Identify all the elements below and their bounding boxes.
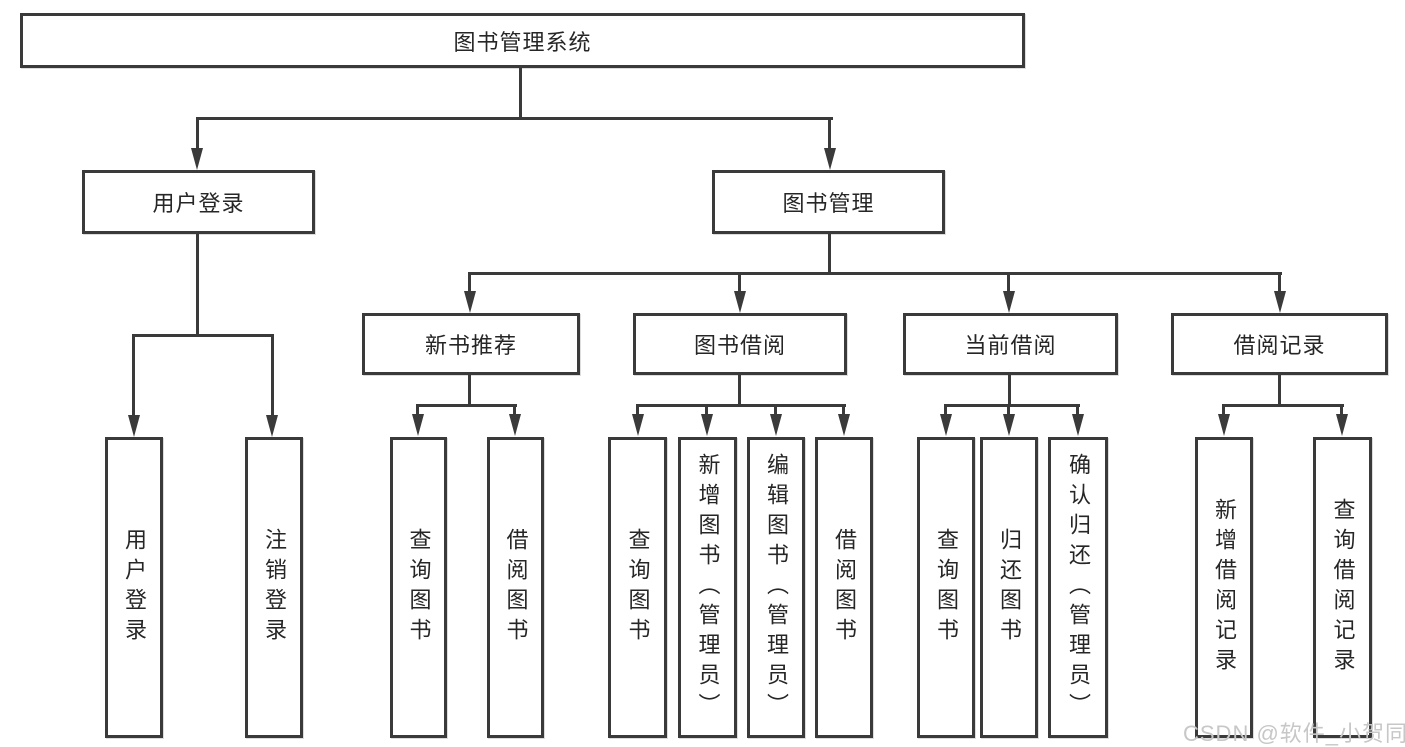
- connector-line: [828, 119, 831, 150]
- arrowhead-down-icon: [266, 415, 278, 437]
- connector-line: [468, 274, 471, 292]
- node-user-login-label: 用户登录: [152, 191, 245, 216]
- arrowhead-down-icon: [701, 414, 713, 436]
- arrowhead-down-icon: [1003, 291, 1015, 313]
- node-user-login: 用户登录: [82, 170, 315, 234]
- arrowhead-down-icon: [734, 291, 746, 313]
- arrowhead-down-icon: [940, 414, 952, 436]
- leaf-edit-book-admin-label: 编辑图书（管理员）: [764, 452, 789, 723]
- leaf-return-book: 归还图书: [980, 437, 1038, 738]
- connector-line: [1222, 404, 1344, 407]
- connector-line: [1278, 274, 1281, 292]
- connector-line: [1007, 404, 1010, 415]
- connector-line: [468, 272, 1282, 275]
- leaf-confirm-return-admin: 确认归还（管理员）: [1048, 437, 1108, 738]
- arrowhead-down-icon: [509, 414, 521, 436]
- arrowhead-down-icon: [1003, 414, 1015, 436]
- leaf-query-borrow-record-label: 查询借阅记录: [1330, 497, 1356, 678]
- connector-line: [705, 404, 708, 415]
- leaf-borrow-book: 借阅图书: [815, 437, 873, 738]
- connector-line: [738, 274, 741, 292]
- connector-line: [1278, 374, 1281, 407]
- leaf-query-book-recommend: 查询图书: [390, 437, 447, 738]
- arrowhead-down-icon: [824, 148, 836, 170]
- arrowhead-down-icon: [1072, 414, 1084, 436]
- leaf-add-book-admin-label: 新增图书（管理员）: [695, 452, 721, 723]
- connector-line: [636, 404, 846, 407]
- connector-line: [842, 404, 845, 415]
- connector-line: [132, 336, 135, 416]
- leaf-query-book-borrow-label: 查询图书: [625, 527, 651, 648]
- arrowhead-down-icon: [770, 414, 782, 436]
- connector-line: [196, 234, 199, 337]
- node-new-book-recommend: 新书推荐: [362, 313, 580, 375]
- connector-line: [944, 404, 1080, 407]
- connector-line: [1222, 404, 1225, 415]
- node-new-book-recommend-label: 新书推荐: [424, 333, 517, 358]
- connector-line: [196, 117, 833, 120]
- connector-line: [468, 374, 471, 407]
- leaf-logout: 注销登录: [245, 437, 303, 738]
- connector-line: [828, 234, 831, 275]
- arrowhead-down-icon: [128, 415, 140, 437]
- leaf-return-book-label: 归还图书: [997, 527, 1022, 648]
- leaf-confirm-return-admin-label: 确认归还（管理员）: [1066, 452, 1091, 723]
- leaf-user-login-label: 用户登录: [122, 527, 147, 648]
- node-root: 图书管理系统: [20, 13, 1025, 68]
- leaf-add-book-admin: 新增图书（管理员）: [678, 437, 737, 738]
- leaf-query-book-current: 查询图书: [917, 437, 975, 738]
- leaf-add-borrow-record: 新增借阅记录: [1195, 437, 1253, 738]
- arrowhead-down-icon: [412, 414, 424, 436]
- node-book-mgmt: 图书管理: [712, 170, 945, 234]
- leaf-query-book-recommend-label: 查询图书: [406, 527, 432, 648]
- connector-line: [513, 404, 516, 415]
- connector-line: [774, 404, 777, 415]
- connector-line: [1340, 404, 1343, 415]
- node-book-mgmt-label: 图书管理: [782, 191, 875, 216]
- leaf-query-book-current-label: 查询图书: [934, 527, 959, 648]
- connector-line: [519, 68, 522, 119]
- leaf-borrow-book-recommend-label: 借阅图书: [503, 527, 529, 648]
- arrowhead-down-icon: [464, 291, 476, 313]
- node-borrow-records: 借阅记录: [1171, 313, 1388, 375]
- arrowhead-down-icon: [838, 414, 850, 436]
- node-root-label: 图书管理系统: [453, 29, 592, 55]
- connector-line: [132, 334, 274, 337]
- node-borrow-records-label: 借阅记录: [1233, 333, 1326, 358]
- connector-line: [738, 374, 741, 407]
- arrowhead-down-icon: [191, 148, 203, 170]
- leaf-query-borrow-record: 查询借阅记录: [1313, 437, 1372, 738]
- leaf-edit-book-admin: 编辑图书（管理员）: [747, 437, 805, 738]
- node-current-borrow: 当前借阅: [903, 313, 1118, 375]
- connector-line: [1008, 374, 1011, 407]
- connector-line: [196, 119, 199, 150]
- node-current-borrow-label: 当前借阅: [964, 333, 1057, 358]
- arrowhead-down-icon: [1274, 291, 1286, 313]
- node-book-borrow-label: 图书借阅: [693, 333, 786, 358]
- connector-line: [271, 336, 274, 416]
- arrowhead-down-icon: [632, 414, 644, 436]
- connector-line: [636, 404, 639, 415]
- node-book-borrow: 图书借阅: [633, 313, 847, 375]
- leaf-user-login: 用户登录: [105, 437, 163, 738]
- leaf-borrow-book-recommend: 借阅图书: [487, 437, 544, 738]
- connector-line: [416, 404, 517, 407]
- connector-line: [416, 404, 419, 415]
- watermark: CSDN @软件_小贺同学: [1183, 721, 1405, 746]
- leaf-add-borrow-record-label: 新增借阅记录: [1212, 497, 1237, 678]
- leaf-borrow-book-label: 借阅图书: [832, 527, 857, 648]
- leaf-logout-label: 注销登录: [262, 527, 287, 648]
- connector-line: [944, 404, 947, 415]
- connector-line: [1076, 404, 1079, 415]
- leaf-query-book-borrow: 查询图书: [608, 437, 667, 738]
- arrowhead-down-icon: [1336, 414, 1348, 436]
- arrowhead-down-icon: [1218, 414, 1230, 436]
- connector-line: [1007, 274, 1010, 292]
